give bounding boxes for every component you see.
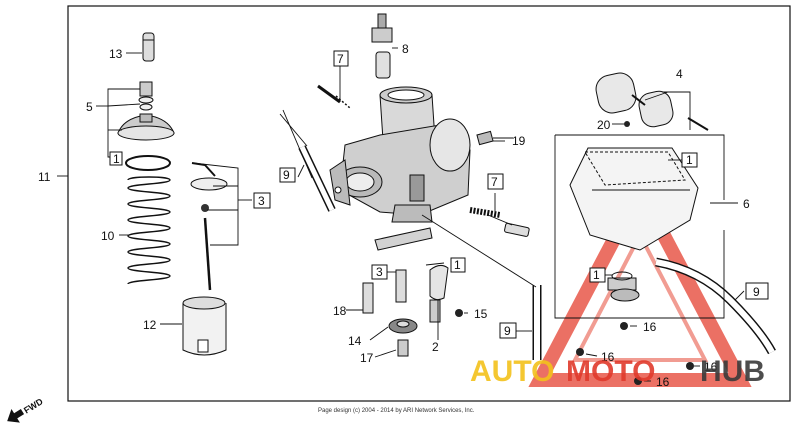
callout-7-box-upper: 7	[337, 52, 344, 66]
part-9-drain-tube-right	[655, 257, 776, 355]
fwd-arrow-icon	[7, 409, 25, 423]
part-2-float-valve	[429, 264, 449, 323]
part-3-needle-clip	[190, 162, 228, 291]
callout-17: 17	[360, 351, 374, 365]
callout-3-box-center: 3	[376, 265, 383, 279]
callout-labels: 13 5 1 11 10 12 3 8 7 9 19 7 3 1 18 15 1…	[38, 42, 769, 389]
fwd-indicator: FWD	[7, 396, 45, 423]
part-3-main-jet	[395, 269, 407, 303]
callout-13: 13	[109, 47, 123, 61]
callout-16-b: 16	[601, 350, 615, 364]
callout-1-box-right: 1	[686, 153, 693, 167]
callout-7-box-lower: 7	[491, 175, 498, 189]
diagram-frame	[67, 5, 791, 402]
callout-1-box-center: 1	[454, 258, 461, 272]
part-1-oring	[611, 271, 633, 281]
callout-9-box-center: 9	[504, 324, 511, 338]
callout-20: 20	[597, 118, 611, 132]
callout-12: 12	[143, 318, 157, 332]
callout-2: 2	[432, 340, 439, 354]
callout-11: 11	[38, 170, 51, 184]
callout-18: 18	[333, 304, 347, 318]
callout-16-d: 16	[656, 375, 670, 389]
part-9-overflow-tube-left	[298, 145, 336, 212]
part-16-screws	[576, 322, 694, 385]
callout-16-c: 16	[704, 360, 718, 374]
watermark-hub: HUB	[700, 355, 765, 388]
callout-15: 15	[474, 307, 488, 321]
part-17-pilot-jet	[397, 339, 409, 357]
callout-9-box-right: 9	[753, 285, 760, 299]
part-8-cable-adjuster	[371, 13, 393, 79]
callout-19: 19	[512, 134, 526, 148]
fwd-label: FWD	[22, 396, 45, 416]
callout-14: 14	[348, 334, 362, 348]
part-7-screw-upper	[317, 84, 351, 109]
callout-4: 4	[676, 67, 683, 81]
watermark-text: AUTO MOTO HUB	[470, 355, 765, 388]
part-20-clip	[624, 121, 630, 127]
callout-8: 8	[402, 42, 409, 56]
part-6-float-bowl	[569, 147, 699, 302]
part-14-float-seat	[388, 318, 418, 334]
watermark-auto: AUTO	[470, 355, 554, 388]
part-4-float	[595, 72, 709, 131]
part-1-gasket	[125, 155, 171, 171]
callout-6: 6	[743, 197, 750, 211]
part-18-pin	[362, 282, 374, 314]
callout-1-box-bowl: 1	[593, 268, 600, 282]
callout-3-box: 3	[258, 194, 265, 208]
part-19-screw	[476, 130, 494, 146]
callout-16-a: 16	[643, 320, 657, 334]
part-5-screw	[138, 81, 154, 111]
leader-lines	[57, 47, 745, 382]
watermark-moto: MOTO	[566, 355, 655, 388]
part-15-screw	[455, 309, 463, 317]
part-7-mixture-screw	[469, 207, 530, 237]
carburetor-body	[329, 86, 471, 223]
callout-1-box: 1	[113, 152, 120, 166]
part-12-throttle-slide	[182, 296, 227, 356]
callout-10: 10	[101, 229, 115, 243]
part-10-spring	[127, 176, 171, 285]
part-bracket	[374, 227, 433, 251]
part-5-top-cap	[117, 113, 175, 141]
copyright-notice: Page design (c) 2004 - 2014 by ARI Netwo…	[318, 408, 475, 414]
part-13-pin	[142, 32, 155, 62]
callout-5: 5	[86, 100, 93, 114]
callout-9-box-left: 9	[283, 168, 290, 182]
